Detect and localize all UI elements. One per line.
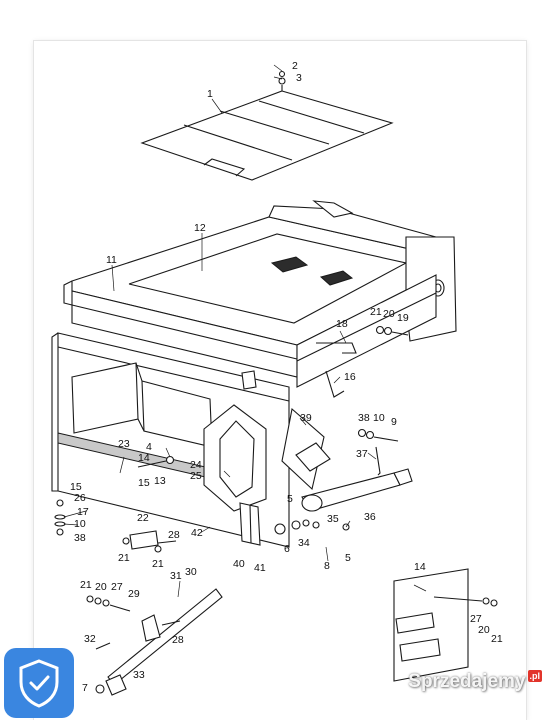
callout-18: 18	[336, 318, 348, 330]
callout-11: 11	[106, 254, 117, 266]
cover-plate	[140, 70, 394, 181]
callout-labels: 1 2 3 11 12 21 20 19 18 16 39 38 10 9 37…	[70, 60, 503, 694]
callout-27b: 27	[111, 581, 123, 593]
callout-29: 29	[128, 588, 140, 600]
leader-lines	[63, 64, 427, 598]
callout-31: 31	[170, 570, 182, 582]
callout-33: 33	[133, 669, 145, 681]
link-arm-assembly	[86, 588, 223, 696]
callout-25: 25	[190, 470, 202, 482]
callout-14: 14	[138, 452, 150, 464]
watermark-suffix: .pl	[527, 670, 542, 682]
callout-27: 27	[470, 613, 482, 625]
callout-1: 1	[207, 88, 213, 100]
callout-9: 9	[391, 416, 397, 428]
callout-15: 15	[138, 477, 150, 489]
callout-28b: 28	[172, 634, 184, 646]
callout-10b: 10	[74, 518, 86, 530]
main-housing	[51, 200, 457, 548]
exploded-parts-diagram: 1 2 3 11 12 21 20 19 18 16 39 38 10 9 37…	[51, 60, 503, 696]
watermark-brand: Sprzedajemy	[408, 671, 526, 692]
callout-39: 39	[300, 412, 312, 424]
callout-6: 6	[284, 543, 290, 555]
callout-12: 12	[194, 222, 206, 234]
callout-3: 3	[296, 72, 302, 84]
callout-26: 26	[74, 492, 86, 504]
callout-21d: 21	[491, 633, 503, 645]
callout-19: 19	[397, 312, 409, 324]
callout-42: 42	[191, 527, 203, 539]
callout-34: 34	[298, 537, 310, 549]
callout-38: 38	[358, 412, 370, 424]
callout-13: 13	[154, 475, 166, 487]
callout-24: 24	[190, 459, 202, 471]
callout-30: 30	[185, 566, 197, 578]
callout-20b: 20	[478, 624, 490, 636]
callout-40: 40	[233, 558, 245, 570]
watermark-logo: Sprzedajemy.pl	[408, 670, 542, 693]
callout-16: 16	[344, 371, 356, 383]
callout-21b: 21	[118, 552, 130, 564]
callout-8: 8	[324, 560, 330, 572]
fasteners	[54, 325, 409, 553]
callout-2: 2	[292, 60, 298, 72]
callout-23: 23	[118, 438, 130, 450]
callout-5: 5	[287, 493, 293, 505]
callout-10: 10	[373, 412, 385, 424]
callout-38b: 38	[74, 532, 86, 544]
lever-arm	[274, 468, 413, 535]
mounting-bracket	[393, 568, 498, 682]
callout-17: 17	[77, 506, 89, 518]
callout-32: 32	[84, 633, 96, 645]
callout-35: 35	[327, 513, 339, 525]
callout-41: 41	[254, 562, 266, 574]
callout-20: 20	[383, 308, 395, 320]
callout-22: 22	[137, 512, 149, 524]
callout-5b: 5	[345, 552, 351, 564]
callout-21c: 21	[152, 558, 164, 570]
callout-28: 28	[168, 529, 180, 541]
shield-check-icon	[4, 648, 74, 718]
callout-21e: 21	[80, 579, 92, 591]
callout-4: 4	[146, 441, 152, 453]
drawing-sheet: 1 2 3 11 12 21 20 19 18 16 39 38 10 9 37…	[34, 41, 526, 720]
callout-20c: 20	[95, 581, 107, 593]
callout-7: 7	[82, 682, 88, 694]
callout-14b: 14	[414, 561, 426, 573]
callout-37: 37	[356, 448, 368, 460]
callout-36: 36	[364, 511, 376, 523]
callout-21: 21	[370, 306, 382, 318]
callout-15b: 15	[70, 481, 82, 493]
